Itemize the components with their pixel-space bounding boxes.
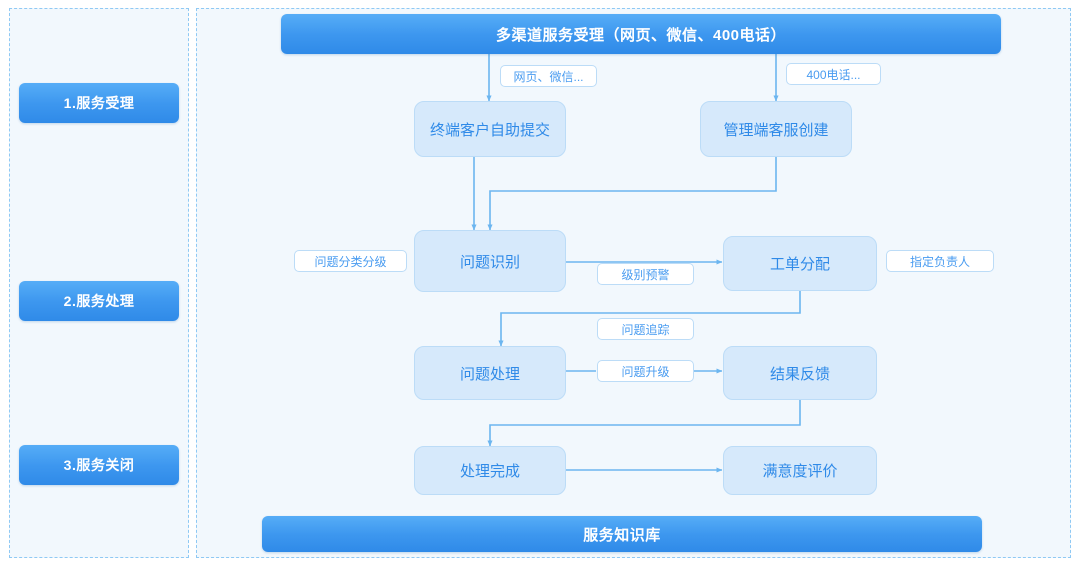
stage-pill-service-intake[interactable]: 1.服务受理 [19, 83, 179, 123]
node-satisfaction-rating[interactable]: 满意度评价 [723, 446, 877, 495]
node-issue-handle[interactable]: 问题处理 [414, 346, 566, 400]
tag-400-phone[interactable]: 400电话... [786, 63, 881, 85]
tag-web-wechat[interactable]: 网页、微信... [500, 65, 597, 87]
node-handle-complete[interactable]: 处理完成 [414, 446, 566, 495]
node-self-submit[interactable]: 终端客户自助提交 [414, 101, 566, 157]
tag-level-alert[interactable]: 级别预警 [597, 263, 694, 285]
stage-pill-service-closure[interactable]: 3.服务关闭 [19, 445, 179, 485]
tag-assign-owner[interactable]: 指定负责人 [886, 250, 994, 272]
tag-issue-tracking[interactable]: 问题追踪 [597, 318, 694, 340]
tag-issue-classification[interactable]: 问题分类分级 [294, 250, 407, 272]
node-result-feedback[interactable]: 结果反馈 [723, 346, 877, 400]
node-ticket-assign[interactable]: 工单分配 [723, 236, 877, 291]
banner-service-knowledge-base[interactable]: 服务知识库 [262, 516, 982, 552]
node-issue-identify[interactable]: 问题识别 [414, 230, 566, 292]
node-agent-create[interactable]: 管理端客服创建 [700, 101, 852, 157]
stage-pill-service-processing[interactable]: 2.服务处理 [19, 281, 179, 321]
tag-issue-escalation[interactable]: 问题升级 [597, 360, 694, 382]
banner-multichannel-intake[interactable]: 多渠道服务受理（网页、微信、400电话） [281, 14, 1001, 54]
